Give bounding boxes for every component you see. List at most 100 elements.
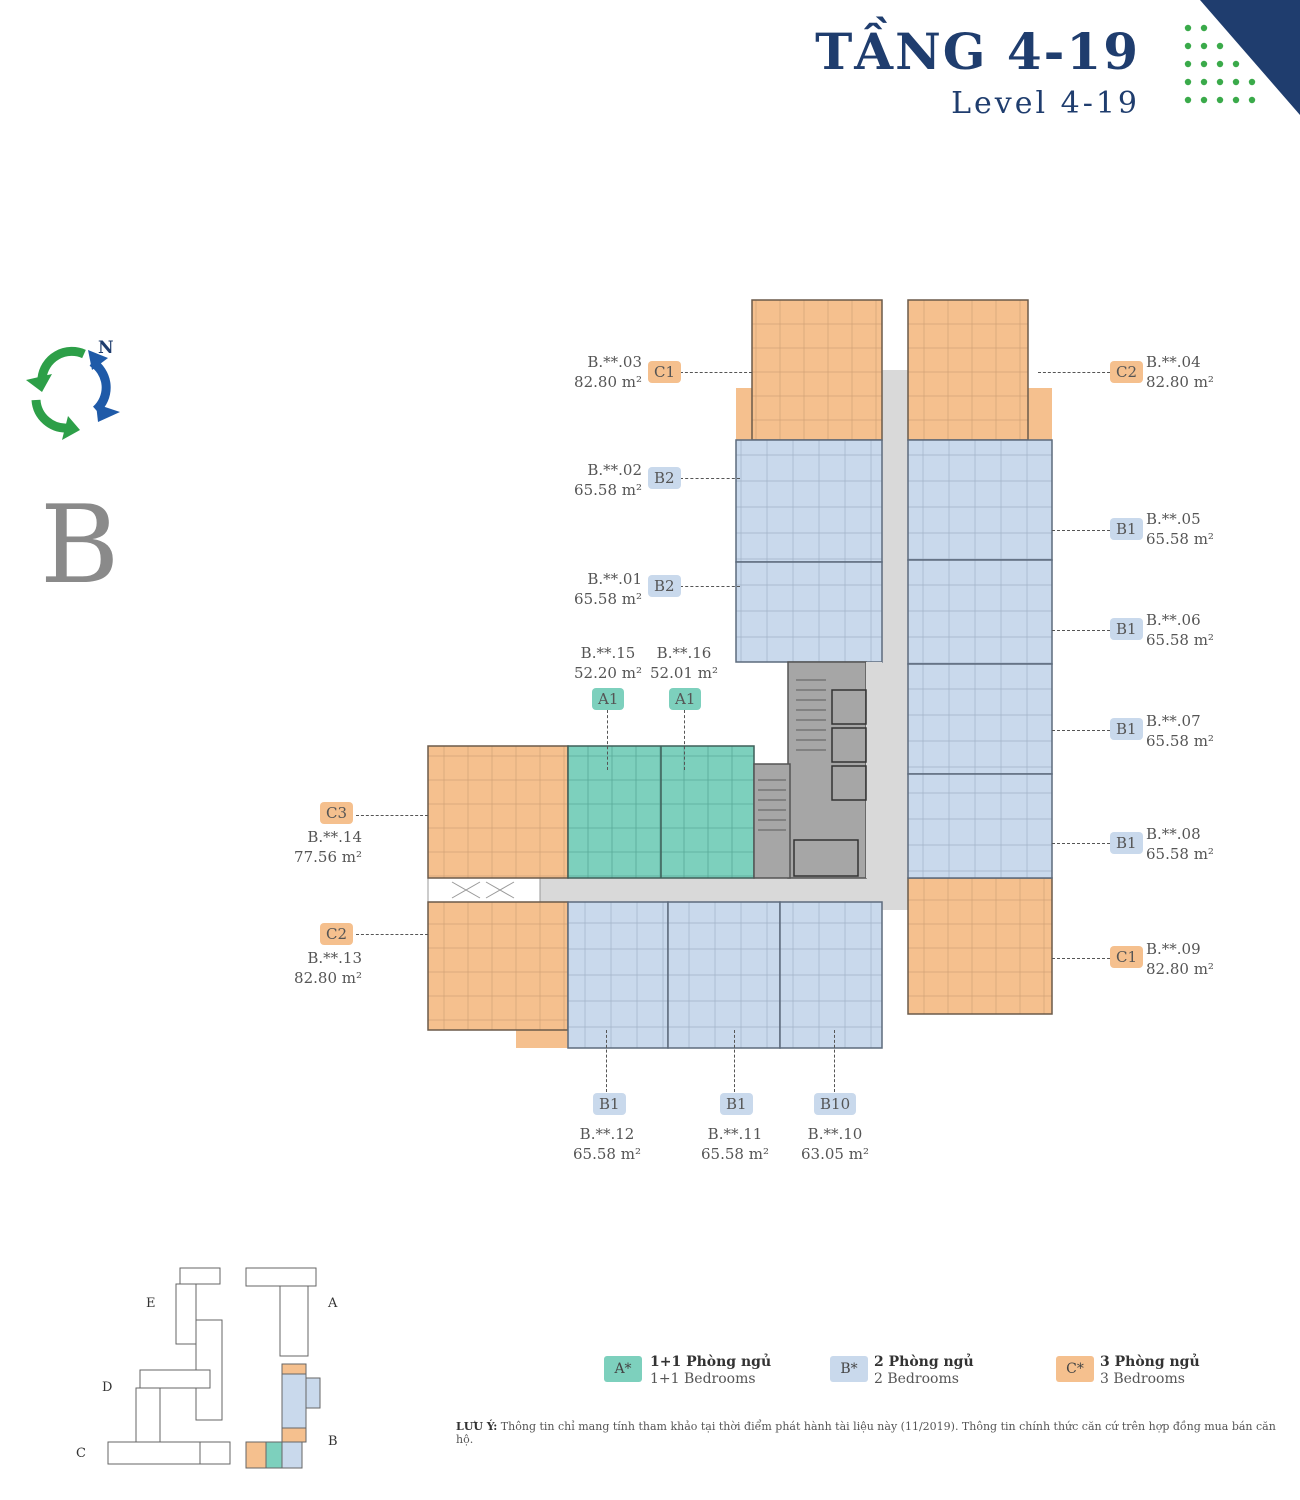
leader-line <box>680 586 740 587</box>
decor-dot <box>1216 78 1224 86</box>
page-subtitle: Level 4-19 <box>951 86 1140 121</box>
decor-dot <box>1248 78 1256 86</box>
key-plan <box>107 1267 321 1469</box>
unit-type-badge: A1 <box>592 688 625 710</box>
corridor <box>540 878 908 902</box>
unit-c1-03 <box>736 299 883 441</box>
leader-line <box>1052 730 1110 731</box>
north-label: N <box>98 338 114 358</box>
decor-dot <box>1232 60 1240 68</box>
unit-a1-15-16 <box>567 745 755 879</box>
decor-dot <box>1184 60 1192 68</box>
decor-dot <box>1184 78 1192 86</box>
decor-dot <box>1200 96 1208 104</box>
block-letter: B <box>40 483 120 608</box>
decor-dot <box>1248 96 1256 104</box>
unit-b1-06 <box>907 559 1053 665</box>
unit-type-badge: C1 <box>1110 946 1144 968</box>
unit-c2-04 <box>907 299 1052 441</box>
decor-dot <box>1232 78 1240 86</box>
unit-type-badge: B1 <box>720 1093 753 1115</box>
unit-b10-10 <box>779 901 883 1049</box>
decor-dot <box>1200 78 1208 86</box>
unit-type-badge: B1 <box>1110 718 1143 740</box>
corner-decoration <box>1184 0 1300 115</box>
decor-dot <box>1184 24 1192 32</box>
leader-line <box>606 1030 607 1092</box>
unit-b1-12 <box>567 901 669 1049</box>
leader-line <box>356 815 428 816</box>
corridor <box>427 877 541 903</box>
leader-line <box>607 710 608 770</box>
corridor <box>882 370 908 910</box>
decor-dot <box>1216 60 1224 68</box>
leader-line <box>1052 843 1110 844</box>
leader-line <box>356 934 428 935</box>
leader-line <box>680 478 740 479</box>
unit-type-badge: B2 <box>648 467 681 489</box>
leader-line <box>1052 958 1110 959</box>
keyplan-label: A <box>328 1296 338 1311</box>
unit-b2-02 <box>735 439 883 563</box>
keyplan-label: C <box>76 1446 86 1461</box>
disclaimer-note: LƯU Ý: Thông tin chỉ mang tính tham khảo… <box>456 1420 1276 1446</box>
leader-line <box>1052 630 1110 631</box>
unit-b1-05 <box>907 439 1053 561</box>
legend-swatch-a: A* <box>604 1356 642 1382</box>
unit-type-badge: B1 <box>1110 618 1143 640</box>
decor-dot <box>1200 24 1208 32</box>
legend-swatch-c: C* <box>1056 1356 1094 1382</box>
leader-line <box>1038 372 1110 373</box>
leader-line <box>1052 530 1110 531</box>
unit-c1-09 <box>907 877 1053 1015</box>
unit-type-badge: C2 <box>320 923 354 945</box>
unit-c2-13 <box>427 901 569 1048</box>
leader-line <box>684 710 685 770</box>
decor-dot <box>1200 42 1208 50</box>
unit-c3-14 <box>427 745 569 879</box>
compass-icon <box>26 346 120 440</box>
unit-type-badge: B1 <box>1110 832 1143 854</box>
page-title: TẦNG 4-19 <box>815 22 1140 81</box>
unit-b1-07 <box>907 663 1053 775</box>
decor-dot <box>1200 60 1208 68</box>
leader-line <box>834 1030 835 1092</box>
unit-type-badge: B1 <box>593 1093 626 1115</box>
legend-swatch-b: B* <box>830 1356 868 1382</box>
building-core <box>753 661 882 879</box>
unit-b1-11 <box>667 901 781 1049</box>
decor-dot <box>1216 96 1224 104</box>
decor-dot <box>1216 42 1224 50</box>
leader-line <box>734 1030 735 1092</box>
block-b-highlight <box>245 1363 321 1469</box>
unit-type-badge: C1 <box>648 361 682 383</box>
unit-b1-08 <box>907 773 1053 879</box>
unit-type-badge: C3 <box>320 802 354 824</box>
unit-b2-01 <box>735 561 883 663</box>
unit-type-badge: C2 <box>1110 361 1144 383</box>
unit-type-badge: B1 <box>1110 518 1143 540</box>
decor-dot <box>1232 96 1240 104</box>
keyplan-label: D <box>102 1380 113 1395</box>
unit-type-badge: B10 <box>814 1093 857 1115</box>
unit-type-badge: B2 <box>648 575 681 597</box>
